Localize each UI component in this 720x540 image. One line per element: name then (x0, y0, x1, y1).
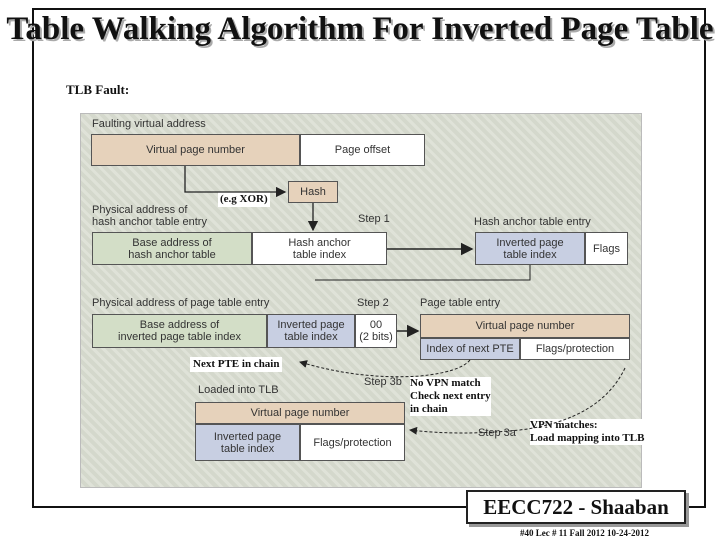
vpn-field: Virtual page number (91, 134, 300, 166)
step3a-label: Step 3a (478, 427, 516, 439)
ipt-index-field: Inverted page table index (475, 232, 585, 265)
pte-vpn-field: Virtual page number (420, 314, 630, 338)
step1-label: Step 1 (358, 213, 390, 225)
slide-title: Table Walking Algorithm For Inverted Pag… (6, 11, 714, 47)
step3b-label: Step 3b (364, 376, 402, 388)
lecture-info: #40 Lec # 11 Fall 2012 10-24-2012 (520, 528, 649, 538)
next-pte-index-field: Index of next PTE (420, 338, 520, 360)
next-pte-note: Next PTE in chain (190, 357, 283, 372)
phys-pte-label: Physical address of page table entry (92, 297, 270, 309)
hash-box: Hash (288, 181, 338, 203)
no-match-note: No VPN match Check next entry in chain (410, 377, 491, 416)
tlb-ipt-field: Inverted page table index (195, 424, 300, 461)
tlb-vpn-field: Virtual page number (195, 402, 405, 424)
two-bits-field: 00 (2 bits) (355, 314, 397, 348)
pte-label: Page table entry (420, 297, 501, 309)
faulting-address-label: Faulting virtual address (92, 118, 206, 130)
course-footer: EECC722 - Shaaban (466, 490, 686, 524)
tlb-flags-field: Flags/protection (300, 424, 405, 461)
hash-note: (e.g XOR) (218, 192, 270, 207)
arrow-next-pte-loop (299, 359, 471, 378)
flags-field: Flags (585, 232, 628, 265)
tlb-fault-label: TLB Fault: (66, 82, 130, 97)
pte-flags-field: Flags/protection (520, 338, 630, 360)
ipt-index2-field: Inverted page table index (267, 314, 355, 348)
arrow-load-into-tlb (409, 367, 626, 435)
loaded-tlb-label: Loaded into TLB (198, 384, 279, 396)
arrow-hat-to-ipt-line (315, 265, 531, 281)
hat-index-field: Hash anchor table index (252, 232, 387, 265)
hat-entry-label: Hash anchor table entry (474, 216, 591, 228)
base-ipt-field: Base address of inverted page table inde… (92, 314, 267, 348)
step2-label: Step 2 (357, 297, 389, 309)
arrow-vpn-to-hash (184, 166, 287, 198)
page-offset-field: Page offset (300, 134, 425, 166)
base-hat-field: Base address of hash anchor table (92, 232, 252, 265)
phys-anchor-label: Physical address of hash anchor table en… (92, 204, 207, 228)
